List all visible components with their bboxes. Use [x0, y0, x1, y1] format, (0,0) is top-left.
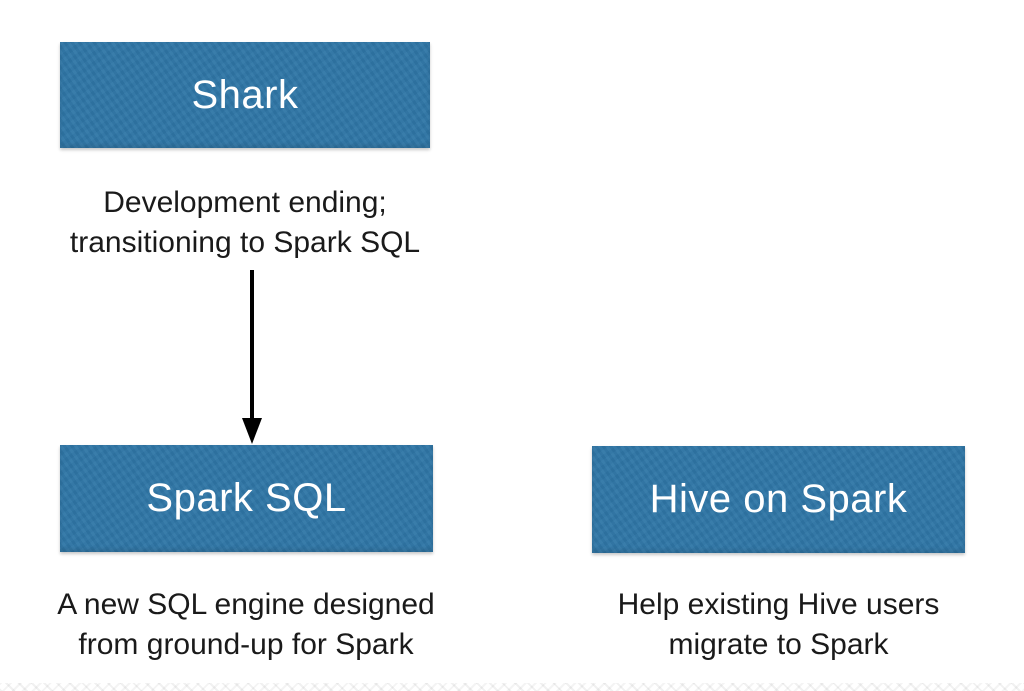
- hive-note-line-2: migrate to Spark: [668, 628, 889, 661]
- shark-note: Development ending; transitioning to Spa…: [30, 183, 460, 263]
- node-hive-on-spark-label: Hive on Spark: [649, 477, 908, 521]
- shark-note-line-1: Development ending;: [103, 186, 387, 219]
- shark-note-line-2: transitioning to Spark SQL: [69, 226, 421, 259]
- node-shark: Shark: [60, 42, 430, 148]
- node-spark-sql: Spark SQL: [60, 445, 433, 552]
- down-arrow-icon: [242, 270, 262, 444]
- node-hive-on-spark: Hive on Spark: [592, 446, 965, 553]
- hive-note-line-1: Help existing Hive users: [617, 588, 940, 621]
- bottom-crop-texture: [0, 683, 1024, 691]
- spark-sql-note-line-2: from ground-up for Spark: [78, 628, 414, 661]
- node-spark-sql-label: Spark SQL: [146, 476, 347, 520]
- node-shark-label: Shark: [191, 72, 299, 117]
- spark-sql-note-line-1: A new SQL engine designed: [57, 588, 435, 621]
- hive-note: Help existing Hive users migrate to Spar…: [560, 585, 997, 665]
- spark-sql-note: A new SQL engine designed from ground-up…: [16, 585, 476, 665]
